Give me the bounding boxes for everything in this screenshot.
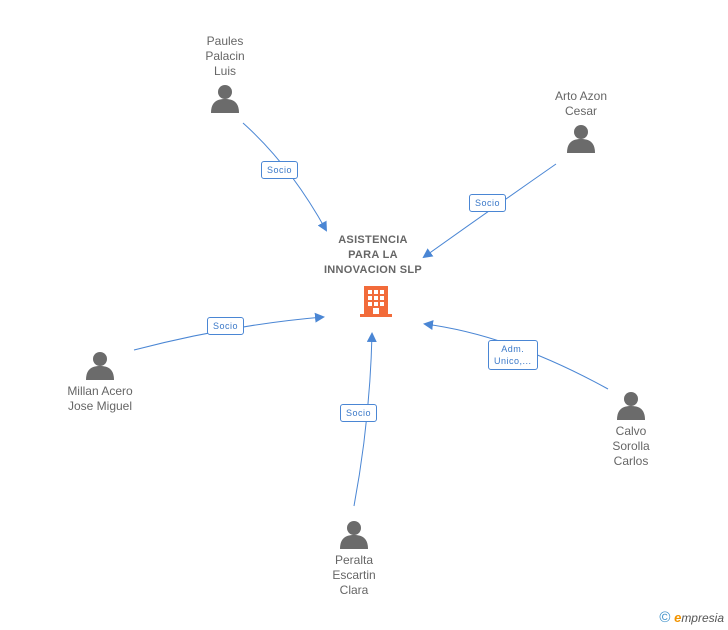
person-name: Arto Azon Cesar [554,89,608,118]
person-icon [567,125,595,153]
person-node-millan[interactable]: Millan Acero Jose Miguel [50,350,150,414]
person-name: Peralta Escartin Clara [332,553,376,597]
person-node-paules[interactable]: Paules Palacin Luis [188,34,262,113]
footer-brand[interactable]: © empresia [659,609,724,626]
person-icon [86,352,114,380]
person-name: Paules Palacin Luis [205,34,245,78]
copyright-icon: © [659,609,671,626]
person-node-arto[interactable]: Arto Azon Cesar [541,89,621,153]
edge-label-arto[interactable]: Socio [469,194,507,212]
edge-label-paules[interactable]: Socio [261,161,299,179]
edge-label-millan[interactable]: Socio [207,317,245,335]
company-name[interactable]: ASISTENCIA PARA LA INNOVACION SLP [323,234,423,276]
person-node-calvo[interactable]: Calvo Sorolla Carlos [596,390,666,469]
person-name: Millan Acero Jose Miguel [67,384,133,413]
person-icon [340,521,368,549]
brand-initial: e [674,610,682,625]
person-node-peralta[interactable]: Peralta Escartin Clara [317,519,391,598]
person-icon [617,392,645,420]
brand-name: mpresia [681,611,724,625]
building-icon [360,286,392,317]
person-name: Calvo Sorolla Carlos [612,424,650,468]
edge-label-peralta[interactable]: Socio [340,404,378,422]
person-icon [211,85,239,113]
edge-label-calvo[interactable]: Adm. Unico,... [488,340,538,370]
